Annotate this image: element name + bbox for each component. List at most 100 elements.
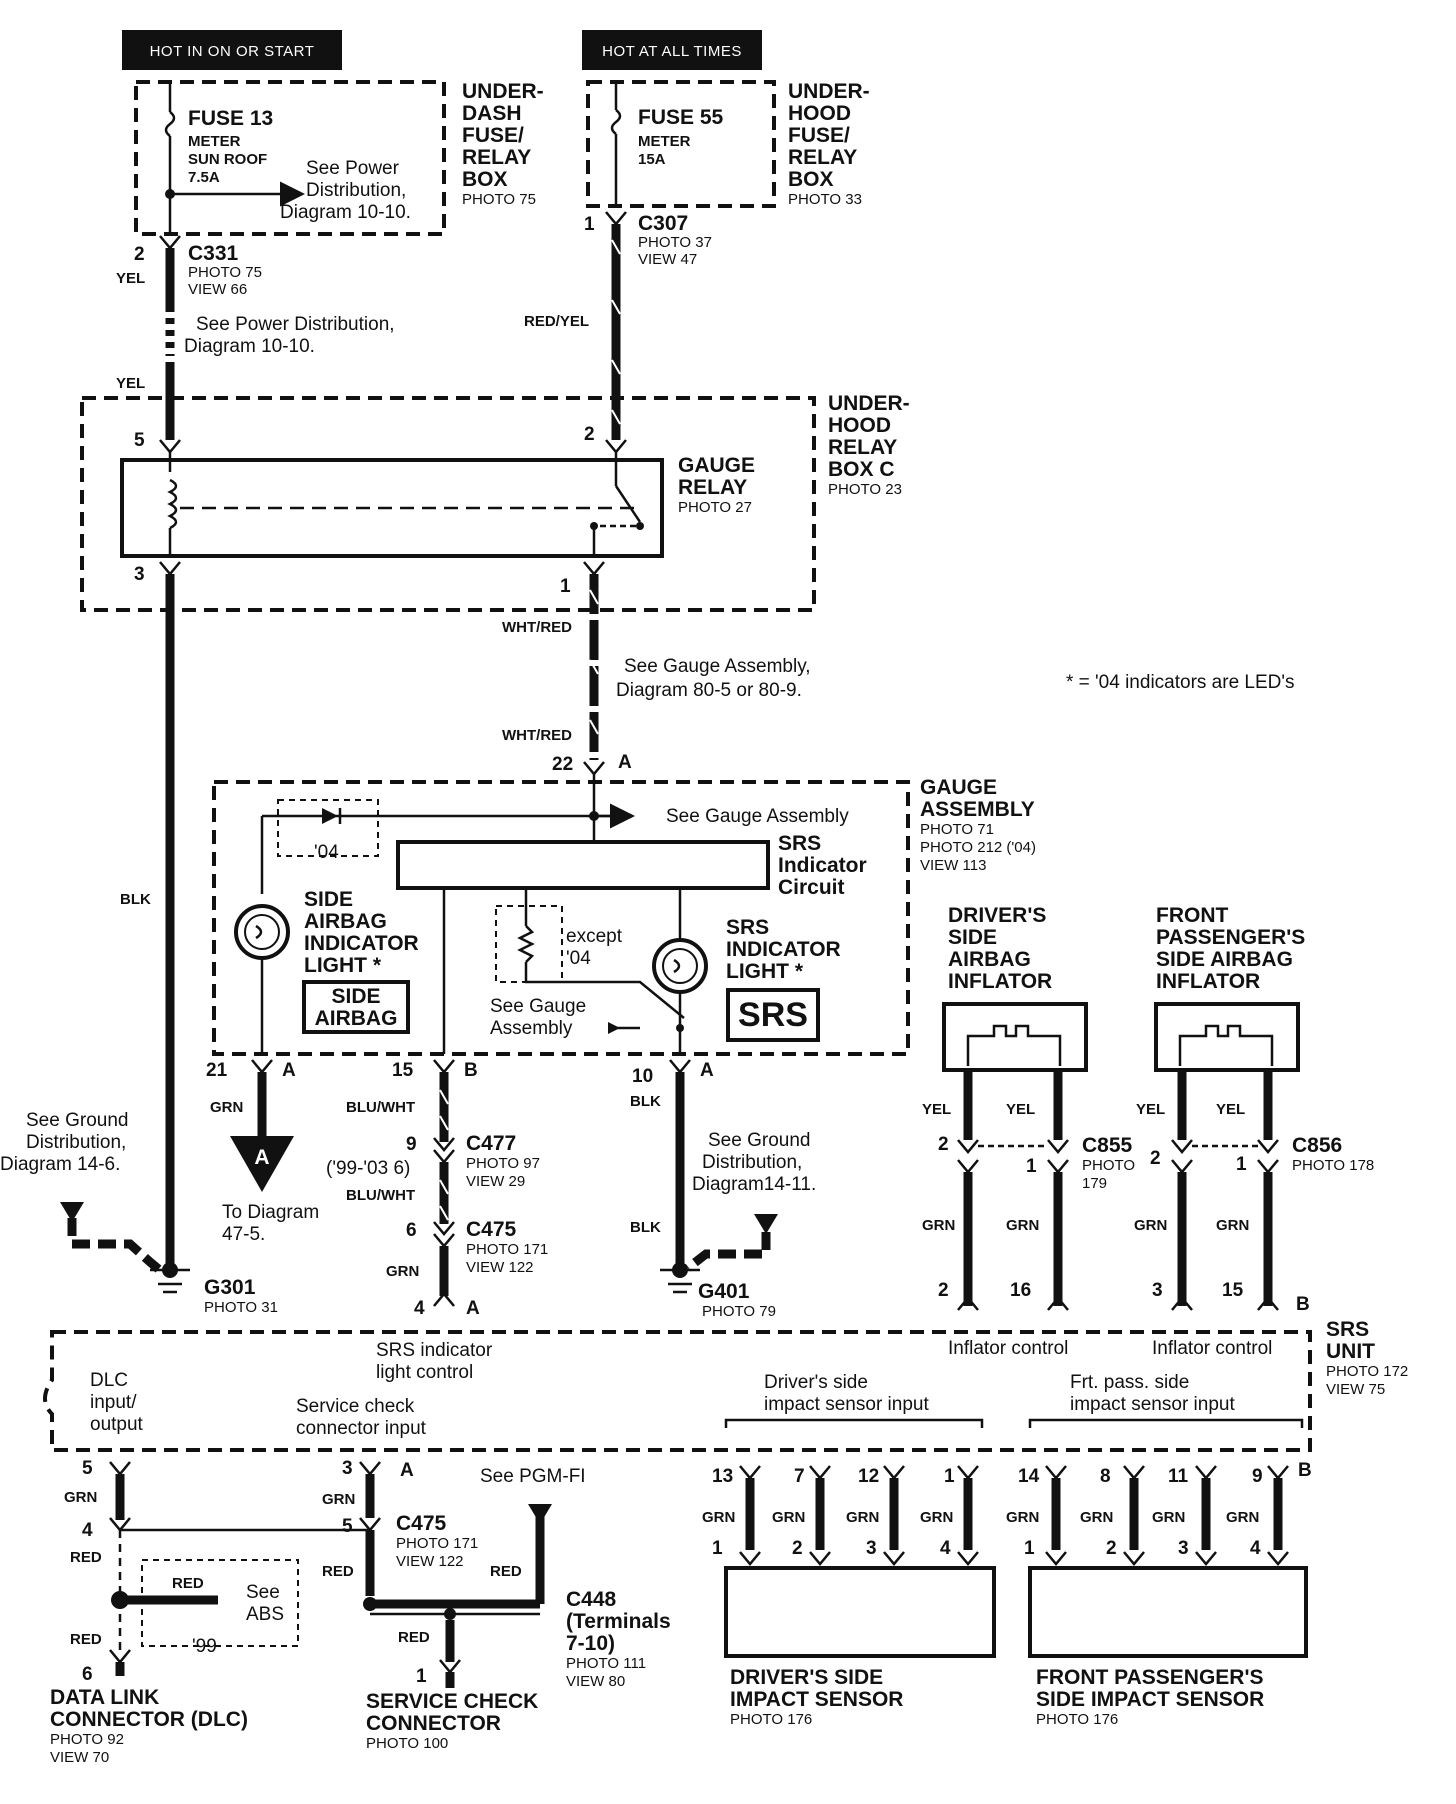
svg-text:6: 6	[82, 1664, 93, 1685]
svg-text:PHOTO 171: PHOTO 171	[466, 1241, 548, 1258]
svg-text:Distribution,: Distribution,	[26, 1132, 126, 1153]
svg-text:BOX: BOX	[788, 168, 834, 191]
svg-text:5: 5	[82, 1458, 93, 1479]
svg-text:PHOTO 100: PHOTO 100	[366, 1735, 448, 1752]
svg-text:C448: C448	[566, 1588, 617, 1611]
svg-text:15: 15	[1222, 1280, 1244, 1301]
svg-text:BLU/WHT: BLU/WHT	[346, 1099, 415, 1116]
svg-text:5: 5	[342, 1516, 353, 1537]
svg-text:Diagram 80-5 or 80-9.: Diagram 80-5 or 80-9.	[616, 680, 802, 701]
svg-text:RED/YEL: RED/YEL	[524, 313, 589, 330]
svg-text:3: 3	[1178, 1538, 1189, 1559]
svg-text:Inflator control: Inflator control	[1152, 1338, 1272, 1359]
svg-text:CONNECTOR: CONNECTOR	[366, 1712, 501, 1735]
svg-text:WHT/RED: WHT/RED	[502, 619, 572, 636]
svg-text:FUSE/: FUSE/	[462, 124, 524, 147]
svg-text:BLK: BLK	[120, 891, 151, 908]
svg-text:SRS: SRS	[738, 996, 808, 1034]
svg-text:21: 21	[206, 1060, 228, 1081]
underhood-fuse-relay-box: FUSE 55 METER 15A UNDER- HOOD FUSE/ RELA…	[586, 80, 870, 208]
svg-text:2: 2	[134, 244, 145, 265]
svg-text:7-10): 7-10)	[566, 1632, 615, 1655]
svg-text:3: 3	[342, 1458, 353, 1479]
svg-text:VIEW 113: VIEW 113	[920, 857, 986, 874]
svg-text:INDICATOR: INDICATOR	[726, 938, 841, 961]
svg-text:PHOTO 33: PHOTO 33	[788, 191, 862, 208]
svg-text:C855: C855	[1082, 1134, 1133, 1157]
svg-text:YEL: YEL	[1216, 1101, 1245, 1118]
svg-text:'04: '04	[566, 948, 591, 969]
svg-text:LIGHT *: LIGHT *	[726, 960, 804, 983]
svg-text:GRN: GRN	[772, 1509, 805, 1526]
underhood-relay-box-c: UNDER- HOOD RELAY BOX C PHOTO 23	[80, 392, 910, 612]
svg-text:1: 1	[944, 1466, 955, 1487]
svg-text:connector input: connector input	[296, 1418, 427, 1439]
svg-text:GRN: GRN	[1006, 1509, 1039, 1526]
svg-text:GAUGE: GAUGE	[920, 776, 997, 799]
svg-text:VIEW 80: VIEW 80	[566, 1673, 625, 1690]
svg-text:GAUGE: GAUGE	[678, 454, 755, 477]
svg-text:DLC: DLC	[90, 1370, 128, 1391]
svg-text:PHOTO 176: PHOTO 176	[1036, 1711, 1118, 1728]
svg-text:VIEW 75: VIEW 75	[1326, 1381, 1385, 1398]
svg-text:HOT AT ALL TIMES: HOT AT ALL TIMES	[602, 43, 742, 60]
svg-text:GRN: GRN	[1006, 1217, 1039, 1234]
svg-text:FRONT PASSENGER'S: FRONT PASSENGER'S	[1036, 1666, 1263, 1689]
svg-text:UNDER-: UNDER-	[788, 80, 870, 103]
svg-text:SIDE: SIDE	[331, 985, 380, 1008]
svg-text:IMPACT SENSOR: IMPACT SENSOR	[730, 1688, 903, 1711]
svg-text:Driver's side: Driver's side	[764, 1372, 868, 1393]
svg-text:RED: RED	[70, 1549, 102, 1566]
svg-text:RELAY: RELAY	[678, 476, 747, 499]
svg-text:RED: RED	[172, 1575, 204, 1592]
svg-text:A: A	[700, 1060, 714, 1081]
svg-text:YEL: YEL	[1006, 1101, 1035, 1118]
svg-text:PHOTO 171: PHOTO 171	[396, 1535, 478, 1552]
svg-text:3: 3	[1152, 1280, 1163, 1301]
svg-text:AIRBAG: AIRBAG	[948, 948, 1031, 971]
fuse13-label: FUSE 13	[188, 107, 273, 130]
svg-text:B: B	[464, 1060, 478, 1081]
header-hot-at-all-times: HOT AT ALL TIMES	[582, 30, 762, 70]
svg-text:VIEW 47: VIEW 47	[638, 251, 697, 268]
svg-text:G301: G301	[204, 1276, 256, 1299]
svg-text:Inflator control: Inflator control	[948, 1338, 1068, 1359]
svg-text:GRN: GRN	[322, 1491, 355, 1508]
svg-text:RED: RED	[322, 1563, 354, 1580]
srs-indicator-light: SRS INDICATOR LIGHT * SRS	[652, 888, 841, 1054]
svg-text:input/: input/	[90, 1392, 137, 1413]
svg-text:UNDER-: UNDER-	[828, 392, 910, 415]
svg-text:Diagram 10-10.: Diagram 10-10.	[280, 202, 411, 223]
svg-text:output: output	[90, 1414, 144, 1435]
svg-text:GRN: GRN	[1080, 1509, 1113, 1526]
svg-text:SIDE: SIDE	[304, 888, 353, 911]
svg-text:4: 4	[1250, 1538, 1261, 1559]
svg-text:PHOTO 75: PHOTO 75	[188, 264, 262, 281]
svg-text:GRN: GRN	[1152, 1509, 1185, 1526]
svg-text:RELAY: RELAY	[462, 146, 531, 169]
svg-text:22: 22	[552, 754, 573, 775]
svg-text:INFLATOR: INFLATOR	[948, 970, 1052, 993]
svg-text:AIRBAG: AIRBAG	[315, 1007, 398, 1030]
svg-text:GRN: GRN	[386, 1263, 419, 1280]
svg-text:YEL: YEL	[922, 1101, 951, 1118]
svg-text:PHOTO 75: PHOTO 75	[462, 191, 536, 208]
svg-text:5: 5	[134, 430, 145, 451]
svg-text:6: 6	[406, 1220, 417, 1241]
svg-text:light control: light control	[376, 1362, 473, 1383]
svg-text:Circuit: Circuit	[778, 876, 845, 899]
svg-text:SRS: SRS	[778, 832, 821, 855]
svg-text:PHOTO 31: PHOTO 31	[204, 1299, 278, 1316]
svg-text:HOOD: HOOD	[828, 414, 891, 437]
svg-text:PASSENGER'S: PASSENGER'S	[1156, 926, 1305, 949]
svg-text:WHT/RED: WHT/RED	[502, 727, 572, 744]
svg-text:See Power Distribution,: See Power Distribution,	[196, 314, 395, 335]
passenger-side-airbag-inflator: FRONT PASSENGER'S SIDE AIRBAG INFLATOR Y…	[1134, 904, 1374, 1315]
svg-text:See PGM-FI: See PGM-FI	[480, 1466, 586, 1487]
svg-text:SRS indicator: SRS indicator	[376, 1340, 493, 1361]
svg-text:1: 1	[712, 1538, 723, 1559]
svg-text:CONNECTOR (DLC): CONNECTOR (DLC)	[50, 1708, 248, 1731]
svg-text:YEL: YEL	[116, 270, 145, 287]
svg-text:9: 9	[1252, 1466, 1263, 1487]
svg-text:See Power: See Power	[306, 158, 400, 179]
